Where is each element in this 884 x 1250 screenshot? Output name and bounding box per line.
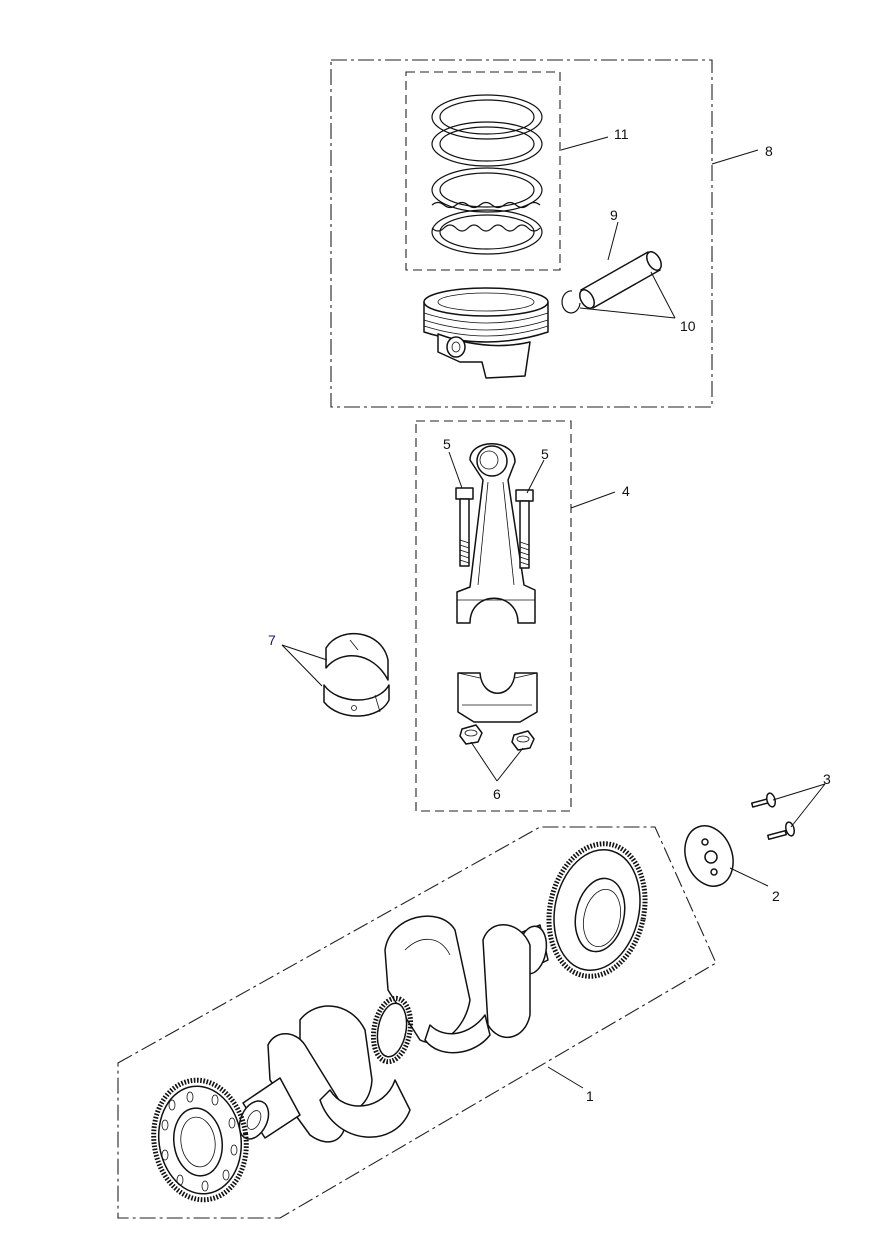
piston-pin — [579, 251, 662, 309]
rod-bolt-right — [515, 489, 534, 569]
callout-11: 11 — [614, 126, 629, 142]
piston — [423, 287, 549, 379]
screw-lower — [767, 821, 796, 841]
rod-nut-left — [459, 724, 483, 745]
connecting-rod-frame — [415, 420, 572, 812]
callout-5-right: 5 — [541, 446, 549, 462]
callout-8: 8 — [765, 143, 773, 159]
circlip — [561, 290, 581, 314]
rod-cap — [457, 672, 538, 723]
connecting-rod — [456, 443, 536, 624]
crankshaft — [151, 841, 648, 1203]
screw-upper — [751, 792, 777, 808]
callout-4: 4 — [622, 483, 630, 499]
crankshaft-frame — [117, 826, 717, 1219]
callout-6: 6 — [493, 786, 501, 802]
bearing-shells — [323, 632, 390, 717]
callout-2: 2 — [772, 888, 780, 904]
piston-kit-frame — [330, 59, 713, 408]
thrust-washer — [684, 825, 734, 887]
callout-9: 9 — [610, 207, 618, 223]
callout-1: 1 — [586, 1088, 594, 1104]
rod-bolt-left — [455, 487, 474, 567]
piston-ring-set-frame — [405, 71, 561, 271]
callout-labels: 1 2 3 4 5 5 6 7 8 9 10 11 — [268, 126, 831, 1104]
callout-10: 10 — [680, 318, 696, 334]
callout-5-left: 5 — [443, 436, 451, 452]
rod-nut-right — [511, 730, 535, 751]
piston-rings — [431, 94, 543, 255]
callout-3: 3 — [823, 771, 831, 787]
callout-7: 7 — [268, 632, 276, 648]
leader-lines — [281, 136, 826, 1089]
